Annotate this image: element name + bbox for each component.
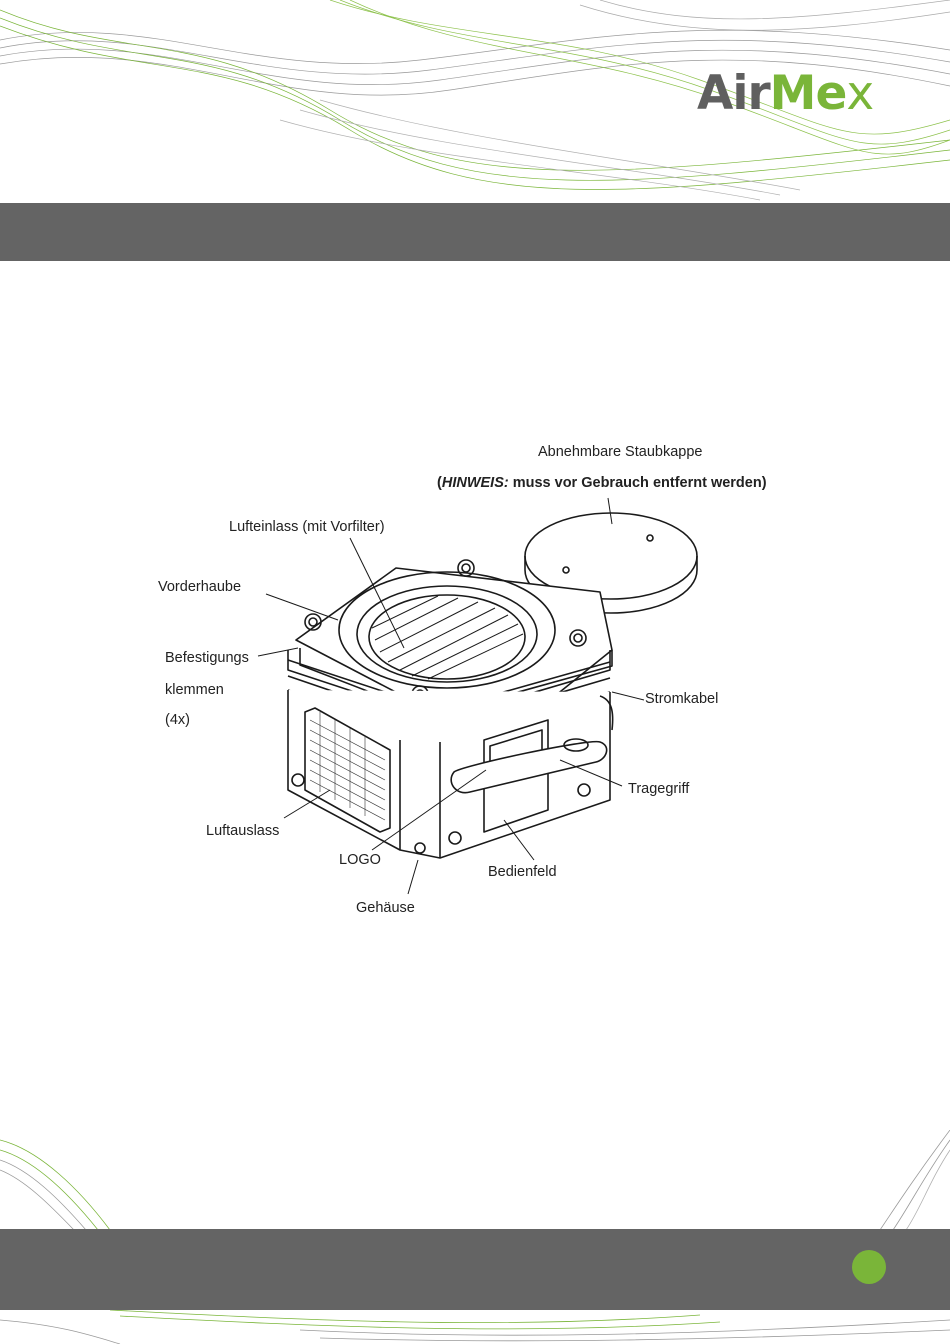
label-front-hood: Vorderhaube [158, 578, 241, 596]
logo-text-x: x [846, 66, 873, 121]
label-dust-cap-note: (HINWEIS: muss vor Gebrauch entfernt wer… [437, 474, 767, 492]
note-text: muss vor Gebrauch entfernt werden [509, 475, 762, 491]
label-air-outlet: Luftauslass [206, 822, 279, 840]
logo-text-air: Air [697, 66, 770, 121]
label-air-inlet: Lufteinlass (mit Vorfilter) [229, 518, 385, 536]
note-close-paren: ) [762, 475, 767, 491]
label-control-panel: Bedienfeld [488, 863, 557, 881]
brand-logo: AirMex [697, 64, 873, 124]
label-housing: Gehäuse [356, 899, 415, 917]
header-band [0, 203, 950, 261]
label-power-cord: Stromkabel [645, 690, 718, 708]
note-keyword: HINWEIS: [442, 475, 509, 491]
green-dot-icon [852, 1250, 886, 1284]
label-clamps-line3: (4x) [165, 711, 190, 729]
label-dust-cap: Abnehmbare Staubkappe [538, 443, 702, 461]
footer-band [0, 1229, 950, 1310]
decorative-wave-footer [0, 1310, 950, 1344]
logo-text-me: Me [770, 66, 847, 121]
label-clamps-line1: Befestigungs [165, 649, 249, 667]
label-clamps-line2: klemmen [165, 681, 224, 699]
decorative-wave-bottom [0, 1130, 950, 1230]
label-logo: LOGO [339, 851, 381, 869]
label-handle: Tragegriff [628, 780, 689, 798]
